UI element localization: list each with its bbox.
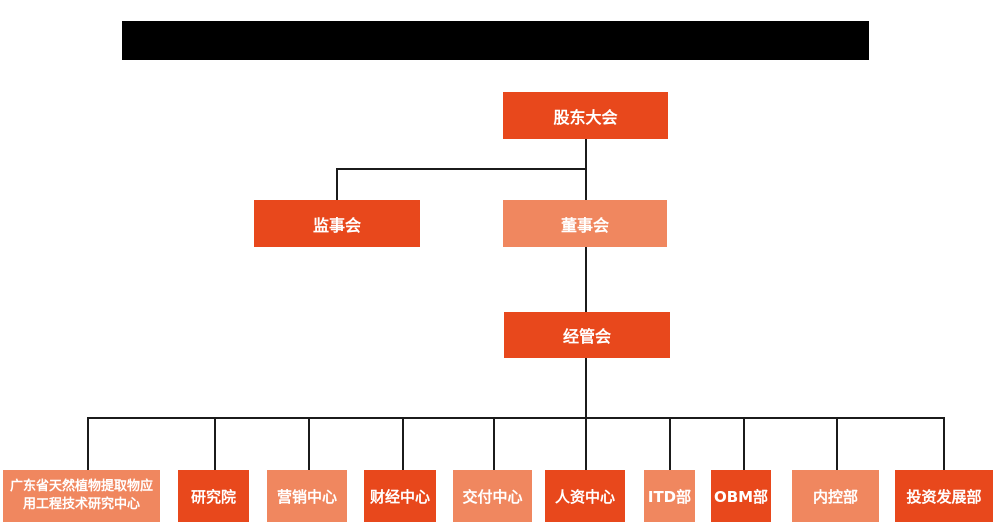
connector-line bbox=[943, 417, 945, 470]
connector-line bbox=[585, 247, 587, 312]
node-itd-dept: ITD部 bbox=[644, 470, 695, 522]
connector-line bbox=[214, 417, 216, 470]
node-investment-development-dept: 投资发展部 bbox=[895, 470, 993, 522]
connector-line bbox=[743, 417, 745, 470]
connector-line bbox=[669, 417, 671, 470]
connector-line bbox=[585, 358, 587, 470]
connector-line bbox=[493, 417, 495, 470]
connector-line bbox=[336, 168, 338, 200]
node-management-committee: 经管会 bbox=[504, 312, 670, 358]
connector-line bbox=[836, 417, 838, 470]
connector-line bbox=[402, 417, 404, 470]
connector-line bbox=[336, 168, 586, 170]
node-guangdong-research-center: 广东省天然植物提取物应用工程技术研究中心 bbox=[3, 470, 160, 522]
connector-line bbox=[308, 417, 310, 470]
node-marketing-center: 营销中心 bbox=[267, 470, 347, 522]
node-shareholders-meeting: 股东大会 bbox=[503, 92, 668, 139]
connector-line bbox=[585, 139, 587, 200]
node-research-institute: 研究院 bbox=[178, 470, 249, 522]
connector-line bbox=[87, 417, 944, 419]
node-board-of-directors: 董事会 bbox=[503, 200, 667, 247]
node-supervisory-board: 监事会 bbox=[254, 200, 420, 247]
node-obm-dept: OBM部 bbox=[711, 470, 771, 522]
node-internal-control-dept: 内控部 bbox=[792, 470, 879, 522]
connector-line bbox=[87, 417, 89, 470]
node-delivery-center: 交付中心 bbox=[453, 470, 532, 522]
redacted-title-bar bbox=[122, 21, 869, 60]
node-finance-center: 财经中心 bbox=[364, 470, 436, 522]
node-hr-center: 人资中心 bbox=[545, 470, 625, 522]
